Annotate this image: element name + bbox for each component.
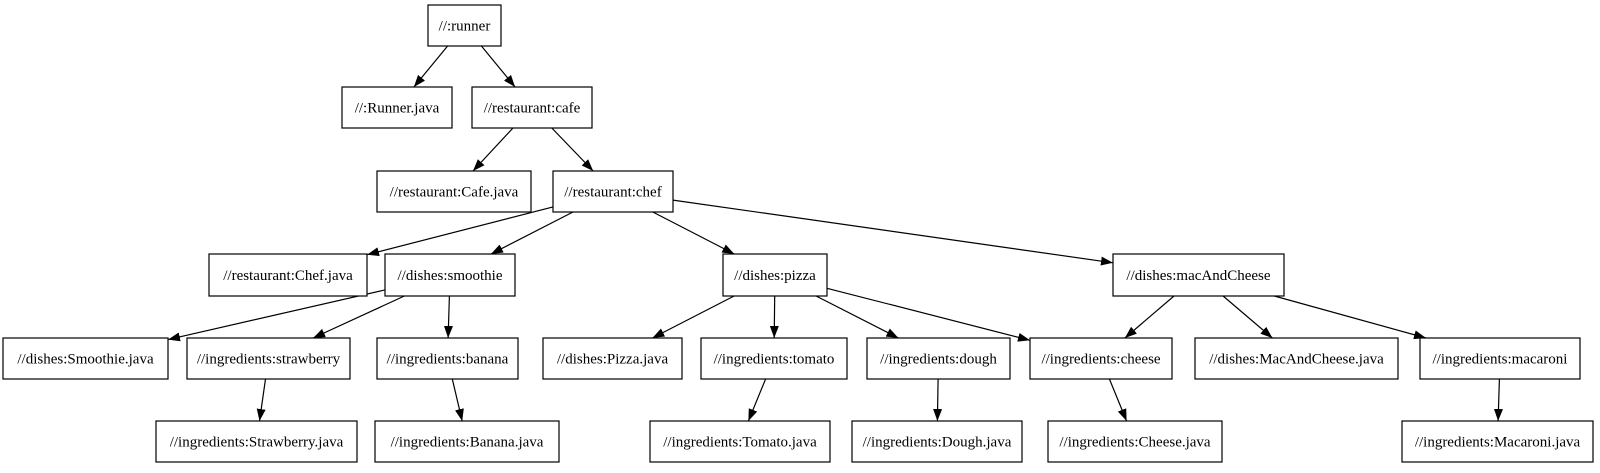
graph-node-label: //ingredients:cheese xyxy=(1041,352,1160,368)
graph-edge-chef-to-pizza xyxy=(652,211,735,255)
graph-node-box xyxy=(1047,420,1223,463)
graph-node-pizza: //dishes:pizza xyxy=(722,253,828,297)
graph-edge-cafe-to-chef xyxy=(551,127,594,172)
graph-node-label: //ingredients:Tomato.java xyxy=(663,435,817,451)
graph-node-label: //dishes:smoothie xyxy=(398,268,503,284)
graph-node-label: //dishes:macAndCheese xyxy=(1126,268,1270,284)
graph-node-pizza_java: //dishes:Pizza.java xyxy=(542,337,683,380)
graph-node-label: //ingredients:Dough.java xyxy=(863,435,1012,451)
graph-node-box xyxy=(722,253,828,297)
graph-edge-runner-to-runner_java xyxy=(413,45,449,88)
graph-node-box xyxy=(208,253,368,297)
graph-node-label: //restaurant:chef xyxy=(564,185,661,201)
graph-node-chef: //restaurant:chef xyxy=(552,170,674,213)
graph-node-box xyxy=(471,86,593,129)
graph-node-box xyxy=(376,170,532,213)
graph-node-label: //dishes:Smoothie.java xyxy=(17,352,154,368)
graph-edge-cheese-to-cheese_java xyxy=(1108,378,1128,422)
graph-node-label: //ingredients:strawberry xyxy=(197,352,341,368)
graph-edge-smoothie-to-strawberry xyxy=(312,295,405,339)
graph-node-strawberry_java: //ingredients:Strawberry.java xyxy=(155,420,358,463)
graph-node-box xyxy=(700,337,848,380)
graph-node-banana_java: //ingredients:Banana.java xyxy=(374,420,560,463)
graph-node-runner_java: //:Runner.java xyxy=(341,86,453,129)
graph-node-box xyxy=(866,337,1011,380)
graph-edge-chef-to-smoothie xyxy=(490,211,574,255)
graph-node-tomato: //ingredients:tomato xyxy=(700,337,848,380)
graph-node-box xyxy=(1194,337,1399,380)
graph-node-label: //ingredients:Macaroni.java xyxy=(1415,435,1581,451)
graph-node-box xyxy=(341,86,453,129)
graph-node-strawberry: //ingredients:strawberry xyxy=(186,337,351,380)
graph-edge-macaroni-to-macaroni_java xyxy=(1493,378,1503,422)
graph-node-label: //restaurant:cafe xyxy=(484,101,581,117)
graph-node-label: //ingredients:Strawberry.java xyxy=(170,435,344,451)
graph-edge-smoothie-to-banana xyxy=(443,295,453,339)
graph-node-box xyxy=(1112,253,1285,297)
graph-edge-mac_and_cheese-to-mac_and_cheese_java xyxy=(1222,295,1273,339)
graph-node-box xyxy=(384,253,516,297)
graph-node-label: //restaurant:Chef.java xyxy=(223,268,353,284)
graph-node-label: //ingredients:Cheese.java xyxy=(1059,435,1211,451)
graph-edge-dough-to-dough_java xyxy=(933,378,943,422)
graph-node-box xyxy=(376,337,519,380)
graph-node-cafe: //restaurant:cafe xyxy=(471,86,593,129)
graph-node-box xyxy=(186,337,351,380)
graph-node-label: //ingredients:dough xyxy=(880,352,997,368)
graph-node-label: //ingredients:Banana.java xyxy=(391,435,544,451)
graph-node-macaroni_java: //ingredients:Macaroni.java xyxy=(1401,420,1594,463)
graph-node-box xyxy=(552,170,674,213)
graph-node-smoothie: //dishes:smoothie xyxy=(384,253,516,297)
graph-node-dough_java: //ingredients:Dough.java xyxy=(851,420,1023,463)
graph-node-label: //dishes:pizza xyxy=(734,268,816,284)
graph-node-box xyxy=(1401,420,1594,463)
graph-node-smoothie_java: //dishes:Smoothie.java xyxy=(2,337,169,380)
graph-edge-runner-to-cafe xyxy=(480,45,516,88)
graph-node-mac_and_cheese: //dishes:macAndCheese xyxy=(1112,253,1285,297)
graph-edge-pizza-to-tomato xyxy=(769,295,779,339)
graph-node-box xyxy=(427,4,502,47)
graph-edge-chef-to-mac_and_cheese xyxy=(672,199,1114,266)
graph-node-label: //ingredients:macaroni xyxy=(1433,352,1568,368)
graph-node-box xyxy=(542,337,683,380)
graph-node-label: //dishes:Pizza.java xyxy=(557,352,669,368)
graph-node-cheese_java: //ingredients:Cheese.java xyxy=(1047,420,1223,463)
graph-edge-cafe-to-cafe_java xyxy=(472,127,514,172)
graph-node-box xyxy=(649,420,831,463)
graph-node-box xyxy=(851,420,1023,463)
graph-node-macaroni: //ingredients:macaroni xyxy=(1419,337,1581,380)
graph-node-cheese: //ingredients:cheese xyxy=(1029,337,1173,380)
graph-node-cafe_java: //restaurant:Cafe.java xyxy=(376,170,532,213)
graph-edge-mac_and_cheese-to-cheese xyxy=(1124,295,1175,339)
graph-node-box xyxy=(155,420,358,463)
graph-edge-mac_and_cheese-to-macaroni xyxy=(1274,295,1427,340)
graph-edge-smoothie-to-smoothie_java xyxy=(167,289,386,342)
graph-edges xyxy=(167,45,1503,422)
graph-node-label: //dishes:MacAndCheese.java xyxy=(1209,352,1384,368)
graph-node-label: //:Runner.java xyxy=(355,101,440,117)
graph-node-tomato_java: //ingredients:Tomato.java xyxy=(649,420,831,463)
graph-node-mac_and_cheese_java: //dishes:MacAndCheese.java xyxy=(1194,337,1399,380)
graph-edge-pizza-to-cheese xyxy=(826,287,1031,342)
graph-node-label: //ingredients:banana xyxy=(387,352,509,368)
graph-edge-pizza-to-dough xyxy=(815,295,899,339)
graph-edge-chef-to-chef_java xyxy=(366,206,554,257)
graph-node-box xyxy=(2,337,169,380)
graph-node-runner: //:runner xyxy=(427,4,502,47)
graph-edge-tomato-to-tomato_java xyxy=(747,378,767,422)
graph-node-banana: //ingredients:banana xyxy=(376,337,519,380)
graph-node-dough: //ingredients:dough xyxy=(866,337,1011,380)
graph-nodes: //:runner //:Runner.java //restaurant:cafe… xyxy=(2,4,1594,463)
graph-edge-strawberry-to-strawberry_java xyxy=(256,378,267,422)
graph-node-chef_java: //restaurant:Chef.java xyxy=(208,253,368,297)
graph-node-box xyxy=(374,420,560,463)
graph-node-label: //ingredients:tomato xyxy=(714,352,835,368)
graph-node-label: //:runner xyxy=(439,19,491,35)
graph-node-box xyxy=(1029,337,1173,380)
graph-edge-pizza-to-pizza_java xyxy=(652,295,735,339)
graph-edge-banana-to-banana_java xyxy=(451,378,464,422)
graph-node-box xyxy=(1419,337,1581,380)
graph-node-label: //restaurant:Cafe.java xyxy=(390,185,519,201)
